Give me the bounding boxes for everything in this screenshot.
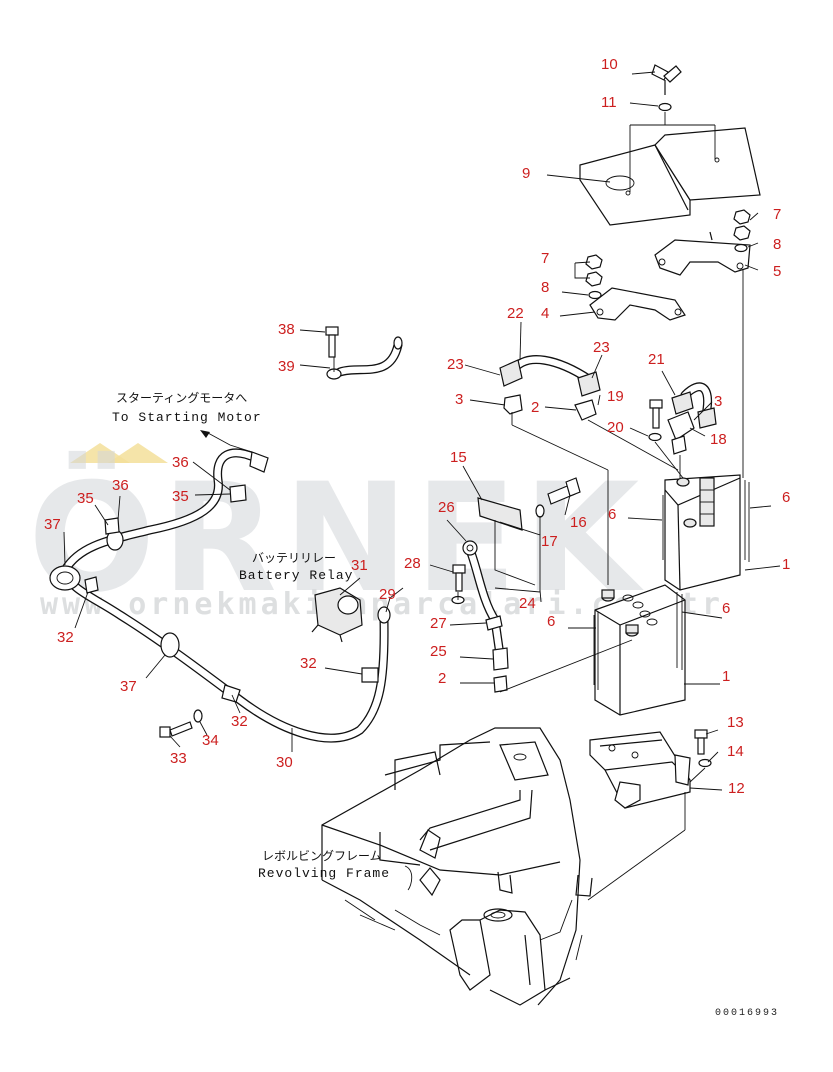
part-label-19: 19 [607,388,624,405]
part-label-29: 29 [379,586,396,603]
annotations: スターティングモータへ To Starting Motor バッテリリレー Ba… [112,391,779,1019]
battery-holder-5 [654,231,751,276]
washer-8-left [588,290,602,300]
part-label-4: 4 [541,305,549,322]
washer-14 [698,758,712,768]
battery-upper-1 [662,474,750,591]
washer-20 [648,432,662,442]
part-label-1-top: 1 [782,556,790,573]
part-label-2-bottom: 2 [438,670,446,687]
battery-cover-9 [579,127,761,226]
cable-22 [499,355,601,397]
part-label-39: 39 [278,358,295,375]
bolt-19 [649,399,663,429]
annotation-revolving-frame-jp: レボルビングフレーム [262,849,382,863]
part-label-15: 15 [450,449,467,466]
nut-7-left [585,254,603,287]
part-label-6-mid-left: 6 [547,613,555,630]
leader-lines [63,71,781,891]
part-label-35-top: 35 [172,488,189,505]
part-label-27: 27 [430,615,447,632]
part-label-5: 5 [773,263,781,280]
part-label-9: 9 [522,165,530,182]
cable-38-39 [325,326,403,380]
part-label-16: 16 [570,514,587,531]
part-label-25: 25 [430,643,447,660]
cable-30 [49,448,391,743]
part-label-31: 31 [351,557,368,574]
assembly-lines [333,112,744,901]
part-label-3-left: 3 [455,391,463,408]
part-label-12: 12 [728,780,745,797]
part-label-7-left: 7 [541,250,549,267]
washer-11 [658,102,672,112]
part-label-32-left: 32 [57,629,74,646]
part-label-8-right: 8 [773,236,781,253]
annotation-battery-relay-en: Battery Relay [239,568,353,583]
part-label-1-bottom: 1 [722,668,730,685]
part-label-37-bottom: 37 [120,678,137,695]
terminal-3-left [503,394,523,415]
part-label-36-top: 36 [172,454,189,471]
part-label-24: 24 [519,595,536,612]
annotation-revolving-frame-en: Revolving Frame [258,866,390,881]
part-label-6-top-mid: 6 [608,506,616,523]
battery-tray-12 [589,731,691,809]
part-label-6-top-right: 6 [782,489,790,506]
battery-lower-1 [593,584,686,716]
part-label-7-right: 7 [773,206,781,223]
bolt-16 [547,477,581,505]
annotation-starting-motor-en: To Starting Motor [112,410,262,425]
revolving-frame-drawing [321,727,593,1006]
washer-17 [535,504,545,518]
bolt-13 [694,729,708,755]
battery-holder-4 [589,287,686,321]
part-label-35-left: 35 [77,490,94,507]
part-label-20: 20 [607,419,624,436]
terminal-18 [667,411,695,455]
part-label-3-right: 3 [714,393,722,410]
bolt-33 [159,721,193,738]
part-label-37-top: 37 [44,516,61,533]
part-label-36-left: 36 [112,477,129,494]
battery-relay-31 [311,587,363,643]
nut-7-right [733,209,751,241]
part-label-26: 26 [438,499,455,516]
part-label-38: 38 [278,321,295,338]
drawing-code: 00016993 [715,1008,779,1019]
annotation-battery-relay-jp: バッテリリレー [252,551,336,565]
washer-34 [193,709,203,723]
part-label-2-top: 2 [531,399,539,416]
part-label-33: 33 [170,750,187,767]
watermark-umlaut-marks [70,443,168,463]
part-label-8-left: 8 [541,279,549,296]
part-label-23-left: 23 [447,356,464,373]
part-label-18: 18 [710,431,727,448]
part-label-32-bottom: 32 [231,713,248,730]
clip-24 [485,615,503,631]
part-label-10: 10 [601,56,618,73]
part-label-13: 13 [727,714,744,731]
part-label-30: 30 [276,754,293,771]
part-label-22: 22 [507,305,524,322]
part-label-32-mid: 32 [300,655,317,672]
part-labels: 10 11 9 7 8 5 7 8 4 38 39 22 23 23 21 19… [44,56,790,797]
washer-8-right [734,243,748,253]
part-label-17: 17 [541,533,558,550]
bolt-28 [452,564,466,592]
annotation-starting-motor-jp: スターティングモータへ [116,391,247,405]
part-label-14: 14 [727,743,744,760]
part-label-21: 21 [648,351,665,368]
part-label-34: 34 [202,732,219,749]
part-label-23-right: 23 [593,339,610,356]
wing-bolt-10 [651,64,682,95]
part-label-28: 28 [404,555,421,572]
terminal-2-top [574,399,597,421]
part-label-11: 11 [601,94,617,111]
part-label-6-mid-right: 6 [722,600,730,617]
